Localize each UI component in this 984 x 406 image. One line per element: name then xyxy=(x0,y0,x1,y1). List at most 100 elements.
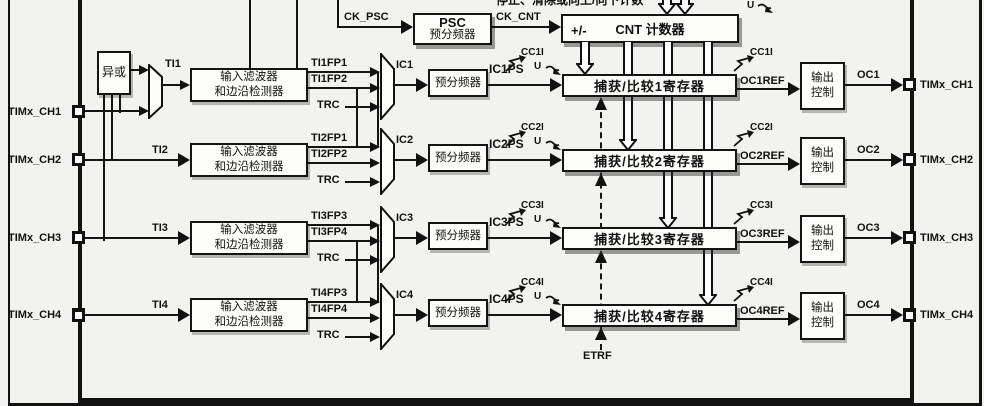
arrowhead xyxy=(370,102,380,112)
fp1-line xyxy=(308,71,370,73)
oc-line xyxy=(845,84,891,86)
icps-label: IC2PS xyxy=(489,137,524,151)
capture-event-icon xyxy=(505,285,526,302)
arrowhead xyxy=(550,308,562,322)
capture-event-icon xyxy=(733,208,754,225)
ti-line xyxy=(85,314,178,316)
arrowhead xyxy=(178,153,190,167)
ocref-line xyxy=(737,241,790,243)
ic-line xyxy=(395,84,418,86)
ic-label: IC2 xyxy=(396,134,414,146)
capture-event-icon xyxy=(733,55,754,72)
arrowhead-up xyxy=(595,97,607,110)
oc-label: OC1 xyxy=(857,69,880,81)
ic-line xyxy=(395,237,418,239)
pin-pad xyxy=(903,309,916,322)
arrowhead xyxy=(401,20,413,34)
arrowhead xyxy=(370,313,380,323)
update-event-icon xyxy=(545,295,561,305)
update-event-label: U xyxy=(534,136,542,147)
psc-title: PSC xyxy=(439,15,466,31)
ti1-label: TI1 xyxy=(165,58,181,70)
ocref-label: OC3REF xyxy=(740,228,785,240)
input-filter-box: 输入滤波器 和边沿检测器 xyxy=(190,143,308,177)
prescaler-box: 预分频器 xyxy=(428,144,488,172)
pin-pad xyxy=(72,153,85,166)
fp2-label: TI1FP2 xyxy=(311,73,348,85)
fp1-line xyxy=(308,301,370,303)
trc-line xyxy=(345,336,370,338)
xor-label: 异或 xyxy=(101,65,126,80)
ti-line xyxy=(85,159,178,161)
update-event-icon xyxy=(545,65,561,75)
pin-label-timx-ch2-left: TIMx_CH2 xyxy=(8,154,62,166)
ocref-label: OC2REF xyxy=(740,150,785,162)
arrowhead xyxy=(370,220,380,230)
ocref-line xyxy=(737,318,790,320)
filter-top-line xyxy=(249,0,251,69)
arrowhead xyxy=(416,78,428,92)
arrowhead xyxy=(139,106,149,116)
diagram-border-bottom xyxy=(78,398,914,403)
pin-label-timx-ch2-right: TIMx_CH2 xyxy=(920,154,974,166)
cc-event-label: CC2I xyxy=(750,122,773,133)
outer-frame-left xyxy=(8,0,10,406)
prescaler-box: 预分频器 xyxy=(428,222,488,250)
capture-compare-register-4: 捕获/比较4寄存器 xyxy=(562,304,737,327)
filter-top-line xyxy=(296,0,298,69)
trc-label: TRC xyxy=(317,174,340,186)
capture-compare-register-2: 捕获/比较2寄存器 xyxy=(562,149,737,172)
diagram-border-right xyxy=(910,0,914,403)
arrowhead xyxy=(550,78,562,92)
capture-event-icon xyxy=(733,130,754,147)
ic-line xyxy=(395,159,418,161)
capture-event-icon xyxy=(505,130,526,147)
ic-mux-icon xyxy=(380,128,395,195)
outer-frame-bottom xyxy=(8,403,982,406)
fp2-line xyxy=(308,87,370,89)
arrowhead xyxy=(550,231,562,245)
capture-event-icon xyxy=(733,285,754,302)
icps-label: IC1PS xyxy=(489,62,524,76)
ic-label: IC3 xyxy=(396,212,414,224)
arrowhead-up xyxy=(595,327,607,340)
fp1-line xyxy=(308,224,370,226)
arrowhead xyxy=(139,65,149,75)
cc-event-label: CC3I xyxy=(750,200,773,211)
arrowhead xyxy=(788,235,800,249)
fp2-line xyxy=(308,240,370,242)
icps-line xyxy=(488,314,550,316)
arrowhead xyxy=(788,82,800,96)
arrowhead xyxy=(788,157,800,171)
trc-line xyxy=(345,259,370,261)
fp1-label: TI4FP3 xyxy=(311,287,348,299)
ic-label: IC1 xyxy=(396,59,414,71)
xor-input-line xyxy=(103,95,105,241)
prescaler-box: 预分频器 xyxy=(428,299,488,327)
arrowhead xyxy=(370,297,380,307)
arrowhead xyxy=(370,142,380,152)
arrowhead xyxy=(891,153,903,167)
arrowhead xyxy=(370,332,380,342)
trc-label: TRC xyxy=(317,252,340,264)
fp2-line xyxy=(308,317,370,319)
arrowhead xyxy=(370,67,380,77)
update-event-icon xyxy=(545,140,561,150)
input-filter-box: 输入滤波器 和边沿检测器 xyxy=(190,221,308,255)
fp-cross-line xyxy=(356,242,358,303)
update-event-label: U xyxy=(534,61,542,72)
oc-line xyxy=(845,237,891,239)
arrowhead xyxy=(180,80,190,90)
icps-line xyxy=(488,159,550,161)
input-filter-box: 输入滤波器 和边沿检测器 xyxy=(190,298,308,332)
channel-1-row: TIMx_CH1 TI1 输入滤波器 和边沿检测器 TI1FP1 TI1FP2 … xyxy=(0,41,984,141)
cc-event-label: CC2I xyxy=(521,122,544,133)
etrf-line xyxy=(600,102,602,350)
capture-compare-register-3: 捕获/比较3寄存器 xyxy=(562,227,737,250)
pin-pad xyxy=(903,231,916,244)
cc-event-label: CC1I xyxy=(521,47,544,58)
ocref-line xyxy=(737,163,790,165)
output-control-box: 输出 控制 xyxy=(800,215,845,263)
diagram-border-left xyxy=(78,0,82,403)
update-event-label: U xyxy=(534,291,542,302)
